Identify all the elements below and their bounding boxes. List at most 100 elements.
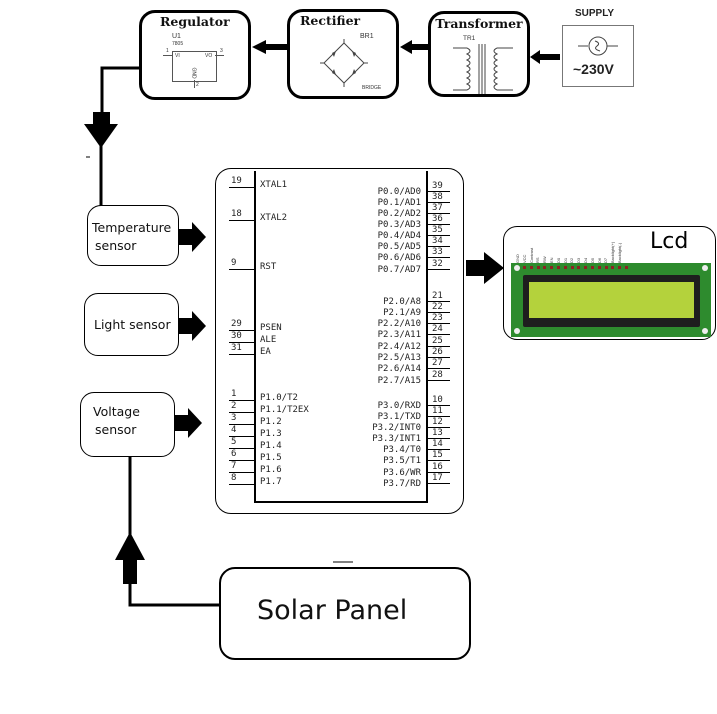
mcu-pin-number: 29 xyxy=(231,319,242,329)
rectifier-ref: BR1 xyxy=(360,33,374,40)
mcu-pin-line xyxy=(426,235,450,236)
mcu-pin-number: 11 xyxy=(432,406,443,416)
mcu-pin-line xyxy=(426,191,450,192)
regulator-title: Regulator xyxy=(160,14,230,29)
mcu-pin-name: P3.3/INT1 xyxy=(372,434,421,444)
mcu-pin-line xyxy=(426,460,450,461)
mcu-pin-number: 6 xyxy=(231,449,237,459)
temperature-sensor-block: Temperature sensor xyxy=(87,205,179,266)
mcu-pin-name: P3.0/RXD xyxy=(377,401,421,411)
mcu-pin-number: 37 xyxy=(432,203,443,213)
transformer-block: Transformer TR1 xyxy=(428,11,530,97)
mcu-pin-name: EA xyxy=(260,347,271,357)
mcu-pin-number: 19 xyxy=(231,176,242,186)
mcu-pin-name: P2.7/A15 xyxy=(377,376,421,386)
transformer-ref: TR1 xyxy=(463,35,476,42)
arrow-voltage-mcu xyxy=(174,408,202,438)
mcu-pin-line xyxy=(229,354,254,355)
mcu-pin-number: 23 xyxy=(432,313,443,323)
light-sensor-block: Light sensor xyxy=(84,293,179,356)
regulator-part: 7805 xyxy=(172,41,184,47)
lcd-header-pin xyxy=(523,266,526,269)
mcu-pin-line xyxy=(229,412,254,413)
regulator-gnd: GND xyxy=(190,67,197,79)
mcu-pin-number: 13 xyxy=(432,428,443,438)
lcd-pin-label: RW xyxy=(542,256,548,263)
mcu-pin-line xyxy=(426,257,450,258)
mcu-pin-number: 3 xyxy=(231,413,237,423)
mcu-pin-line xyxy=(426,301,450,302)
mcu-pin-name: P1.7 xyxy=(260,477,282,487)
mcu-pin-line xyxy=(426,483,450,484)
mcu-pin-line xyxy=(426,416,450,417)
mcu-pin-number: 25 xyxy=(432,336,443,346)
mcu-pin-line xyxy=(426,438,450,439)
mcu-pin-line xyxy=(229,436,254,437)
mcu-pin-line xyxy=(229,484,254,485)
mcu-pin-line xyxy=(426,213,450,214)
arrow-head-icon xyxy=(400,40,412,54)
mcu-pin-name: P3.7/RD xyxy=(383,479,421,489)
arrow-head-icon xyxy=(252,40,266,54)
voltage-sensor-label: Voltage sensor xyxy=(93,404,140,437)
mcu-pin-number: 10 xyxy=(432,395,443,405)
arrow-head-icon xyxy=(530,50,540,64)
mcu-pin-name: P2.6/A14 xyxy=(377,364,421,374)
mcu-pin-name: P3.4/T0 xyxy=(383,445,421,455)
mcu-pin-name: P1.5 xyxy=(260,453,282,463)
arrow-light-mcu xyxy=(178,311,206,341)
mcu-pin-name: P3.5/T1 xyxy=(383,456,421,466)
arrow-temp-mcu xyxy=(178,222,206,252)
mcu-pin-line xyxy=(229,342,254,343)
mcu-pin-name: P2.5/A13 xyxy=(377,353,421,363)
solar-panel-label: Solar Panel xyxy=(257,595,408,626)
mcu-pin-name: XTAL1 xyxy=(260,180,288,190)
mcu-pin-number: 5 xyxy=(231,437,237,447)
supply-voltage: ~230V xyxy=(573,61,614,77)
arrow-up-icon xyxy=(115,532,145,560)
regulator-block: Regulator U1 7805 1 3 2 VI VO GND xyxy=(139,10,251,100)
lcd-header-pin xyxy=(618,266,622,269)
mcu-pin-line xyxy=(229,448,254,449)
mcu-pin-line xyxy=(229,460,254,461)
transformer-title: Transformer xyxy=(435,16,523,31)
lcd-header-pin xyxy=(529,266,533,269)
lcd-header-pin xyxy=(563,266,567,269)
lcd-header-pin xyxy=(536,266,540,269)
arrow-shaft xyxy=(93,112,110,124)
mcu-pin-name: ALE xyxy=(260,335,277,345)
mcu-pin-number: 7 xyxy=(231,461,237,471)
lcd-header-pin xyxy=(597,266,601,269)
mcu-pin-name: P0.4/AD4 xyxy=(377,231,421,241)
lcd-header-pin xyxy=(591,266,594,269)
lcd-board xyxy=(511,263,711,337)
mcu-pin-name: P1.3 xyxy=(260,429,282,439)
rectifier-title: Rectifier xyxy=(300,13,361,28)
lcd-pin-label: Backlight(+) xyxy=(610,241,616,263)
lcd-pin-label: GND xyxy=(515,254,520,263)
mcu-pin-number: 16 xyxy=(432,462,443,472)
mcu-pin-number: 9 xyxy=(231,258,237,268)
mcu-pin-number: 21 xyxy=(432,291,443,301)
lcd-header-pin xyxy=(577,266,581,269)
lcd-header-pin xyxy=(550,266,554,269)
mcu-pin-name: XTAL2 xyxy=(260,213,288,223)
lcd-header-pin xyxy=(584,266,588,269)
lcd-header-pin xyxy=(543,266,547,269)
mcu-pin-name: P0.6/AD6 xyxy=(377,253,421,263)
arrow-mcu-lcd xyxy=(466,252,504,284)
mcu-pin-name: P0.3/AD3 xyxy=(377,220,421,230)
lcd-header-pin xyxy=(557,266,560,269)
mcu-pin-line xyxy=(426,323,450,324)
lcd-pin-label: Backlight(-) xyxy=(617,242,622,263)
voltage-sensor-block: Voltage sensor xyxy=(80,392,175,457)
mcu-pin-number: 12 xyxy=(432,417,443,427)
mcu-pin-line xyxy=(229,424,254,425)
mcu-pin-name: P0.0/AD0 xyxy=(377,187,421,197)
arrow-down-icon xyxy=(84,124,118,148)
mcu-pin-number: 30 xyxy=(231,331,242,341)
temperature-sensor-label: Temperature sensor xyxy=(92,220,172,253)
mcu-pin-name: PSEN xyxy=(260,323,282,333)
mcu-pin-number: 32 xyxy=(432,259,443,269)
